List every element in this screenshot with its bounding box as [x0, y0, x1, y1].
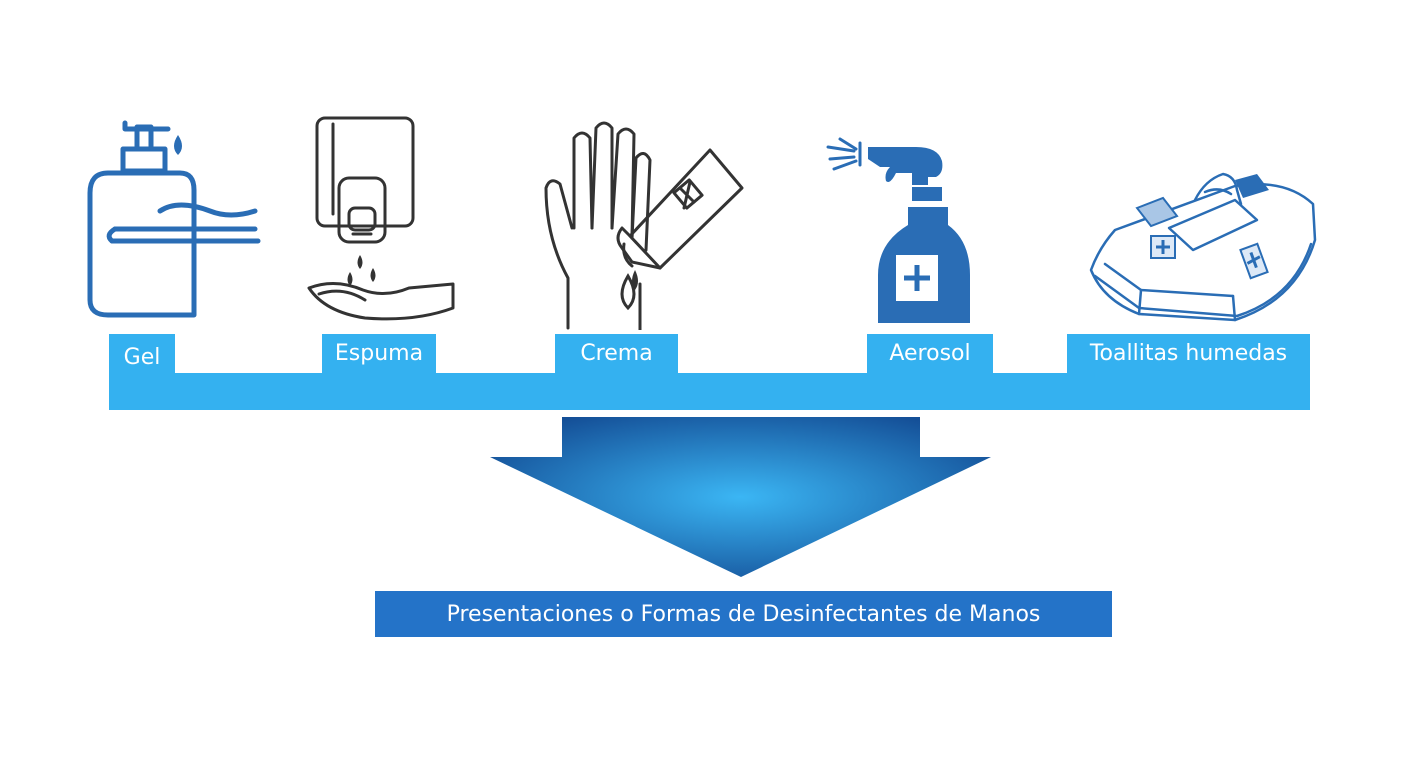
label-espuma: Espuma: [322, 334, 436, 374]
down-arrow-icon: [490, 417, 991, 577]
label-aerosol: Aerosol: [867, 334, 993, 374]
label-crema: Crema: [555, 334, 678, 374]
label-toallitas-humedas: Toallitas humedas: [1067, 334, 1310, 374]
connector-bar: [109, 373, 1310, 410]
foam-dispenser-icon: [307, 116, 455, 321]
spray-bottle-icon: [826, 137, 970, 323]
result-title: Presentaciones o Formas de Desinfectante…: [375, 591, 1112, 637]
cream-tube-icon: [544, 121, 744, 330]
wet-wipes-pack-icon: [1089, 172, 1317, 322]
gel-pump-bottle-icon: [87, 120, 261, 318]
label-gel: Gel: [109, 334, 175, 378]
